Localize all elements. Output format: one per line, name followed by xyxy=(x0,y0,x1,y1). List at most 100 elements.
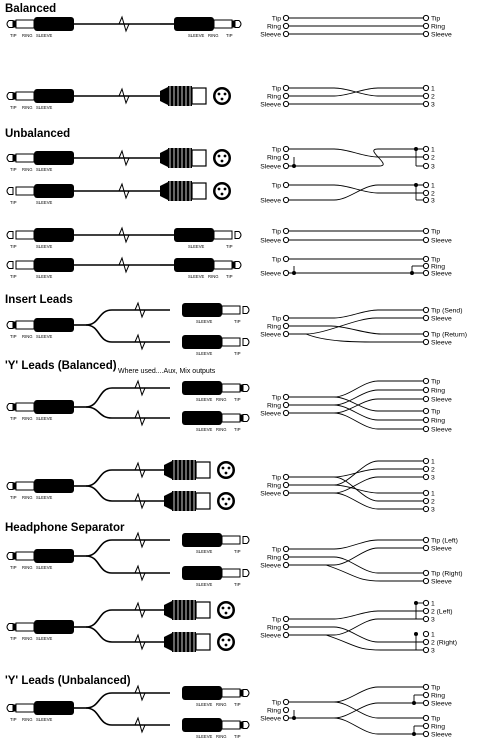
cable-break xyxy=(134,564,146,582)
hp-jack-end-pin-2: Tip (Right) xyxy=(431,571,462,578)
junction-dot xyxy=(292,164,296,168)
jack-plug-part xyxy=(232,20,235,28)
yunb-pin-1: Ring xyxy=(267,708,281,715)
bal-jack-right-sleeve-label: SLEEVE xyxy=(188,33,205,38)
xlr-plug-part xyxy=(217,187,221,191)
bal-xlr-end-terminal-0 xyxy=(422,84,430,92)
bal-xlr-pin-0: Tip xyxy=(272,86,281,93)
yunb-plug-b-sleeve-label: SLEEVE xyxy=(196,734,213,739)
unb-ts-trs-right-sleeve-label: SLEEVE xyxy=(188,274,205,279)
bal-xlr-pin-1: Ring xyxy=(267,94,281,101)
ybal-xlr-pin-2: Sleeve xyxy=(260,491,281,498)
junction-dot xyxy=(412,732,416,736)
jack-plug-part xyxy=(15,91,35,101)
unb-ts-ts-right-plug xyxy=(174,228,242,242)
unb-ts-xlr-end-pin-2: 3 xyxy=(431,198,435,205)
unb-ts-trs-terminal-0 xyxy=(282,255,290,263)
unb-trs-xlr-end-terminal-0 xyxy=(422,145,430,153)
insert-left-ring-label: RING xyxy=(22,334,32,339)
xlr-plug-part xyxy=(195,461,211,479)
jack-plug-part xyxy=(221,383,241,393)
jack-plug-part xyxy=(6,187,14,195)
cable-break xyxy=(118,182,130,200)
hp-jack-plug-b xyxy=(182,566,250,580)
jack-plug-part xyxy=(34,17,74,31)
xlr-plug-part xyxy=(227,466,231,470)
hp-xlr-end-terminal-2 xyxy=(422,615,430,623)
unb-ts-trs-left-plug xyxy=(6,258,74,272)
hp-jack-pin-0: Tip xyxy=(272,547,281,554)
hp-xlr-xlr-b xyxy=(164,632,235,652)
jack-plug-part xyxy=(221,337,241,347)
ybal-xlr-w2 xyxy=(289,460,423,486)
unb-ts-ts-pin-0: Tip xyxy=(272,229,281,236)
jack-plug-part xyxy=(15,153,35,163)
unb-ts-trs-end-terminal-0 xyxy=(422,255,430,263)
jack-plug-part xyxy=(34,151,74,165)
ybal-xlr-end-terminal-4 xyxy=(422,497,430,505)
unb-ts-ts-end-pin-1: Sleeve xyxy=(431,238,452,245)
jack-plug-part xyxy=(221,535,241,545)
ybal-xlr-end-pin-4: 2 xyxy=(431,499,435,506)
yunb-end-terminal-2 xyxy=(422,699,430,707)
unb-trs-xlr-pin-0: Tip xyxy=(272,147,281,154)
jack-plug-part xyxy=(34,228,74,242)
cable-break xyxy=(134,409,146,427)
jack-plug-part xyxy=(242,569,250,577)
unb-ts-xlr-terminal-0 xyxy=(282,181,290,189)
ybal-jack-w2 xyxy=(289,389,423,406)
hp-jack-end-terminal-3 xyxy=(422,577,430,585)
jack-plug-part xyxy=(34,549,74,563)
bal-xlr-terminal-2 xyxy=(282,100,290,108)
jack-plug-part xyxy=(174,17,214,31)
ybal-xlr-end-pin-0: 1 xyxy=(431,459,435,466)
xlr-plug-part xyxy=(224,611,228,615)
cable-break xyxy=(134,301,146,319)
xlr-plug-part xyxy=(215,184,229,198)
cable-break xyxy=(134,379,146,397)
ybal-jack-left-sleeve-label: SLEEVE xyxy=(36,416,53,421)
bal-jack-pin-1: Ring xyxy=(267,24,281,31)
bal-xlr-ring xyxy=(289,87,423,97)
hp-jack-plug-b-tip-label: TIP xyxy=(234,582,241,587)
jack-plug-part xyxy=(182,686,222,700)
cable-break xyxy=(134,492,146,510)
ybal-jack-end-pin-5: Sleeve xyxy=(431,427,452,434)
jack-plug-part xyxy=(213,260,233,270)
insert-end-pin-2: Tip (Return) xyxy=(431,332,467,339)
unb-ts-ts-right-sleeve-label: SLEEVE xyxy=(188,244,205,249)
hp-jack-terminal-0 xyxy=(282,545,290,553)
ybal-jack-end-pin-0: Tip xyxy=(431,379,440,386)
unb-trs-xlr-left-plug xyxy=(6,151,74,165)
insert-left-plug xyxy=(6,318,74,332)
hp-xlr-branch-b xyxy=(85,626,170,643)
hp-jack-pin-1: Ring xyxy=(267,555,281,562)
jack-plug-part xyxy=(182,335,222,349)
ybal-xlr-end-terminal-3 xyxy=(422,489,430,497)
insert-tip xyxy=(289,309,423,319)
jack-plug-part xyxy=(221,305,241,315)
unb-ts-xlr-pin-0: Tip xyxy=(272,183,281,190)
xlr-plug-part xyxy=(195,633,211,651)
unb-trs-xlr-pin-2: Sleeve xyxy=(260,164,281,171)
ybal-jack-plug-a-sleeve-label: SLEEVE xyxy=(196,397,213,402)
bal-jack-end-pin-0: Tip xyxy=(431,16,440,23)
ybal-jack-end-terminal-3 xyxy=(422,407,430,415)
xlr-plug-part xyxy=(168,86,192,106)
jack-plug-part xyxy=(15,260,35,270)
hp-jack-plug-a-sleeve-label: SLEEVE xyxy=(196,549,213,554)
jack-plug-part xyxy=(13,403,16,411)
hp-xlr-end-terminal-0 xyxy=(422,599,430,607)
junction-dot xyxy=(414,147,418,151)
hp-xlr-terminal-1 xyxy=(282,623,290,631)
cable-break xyxy=(118,256,130,274)
ybal-xlr-left-tip-label: TIP xyxy=(10,495,17,500)
insert-plug-b-sleeve-label: SLEEVE xyxy=(196,351,213,356)
yunb-end-pin-1: Ring xyxy=(431,693,445,700)
xlr-plug-part xyxy=(191,87,207,105)
insert-terminal-1 xyxy=(282,322,290,330)
xlr-plug-part xyxy=(220,159,224,163)
yunb-branch-a xyxy=(85,692,170,709)
hp-xlr-left-ring-label: RING xyxy=(22,636,32,641)
ybal-jack-plug-a-ring-label: RING xyxy=(216,397,226,402)
